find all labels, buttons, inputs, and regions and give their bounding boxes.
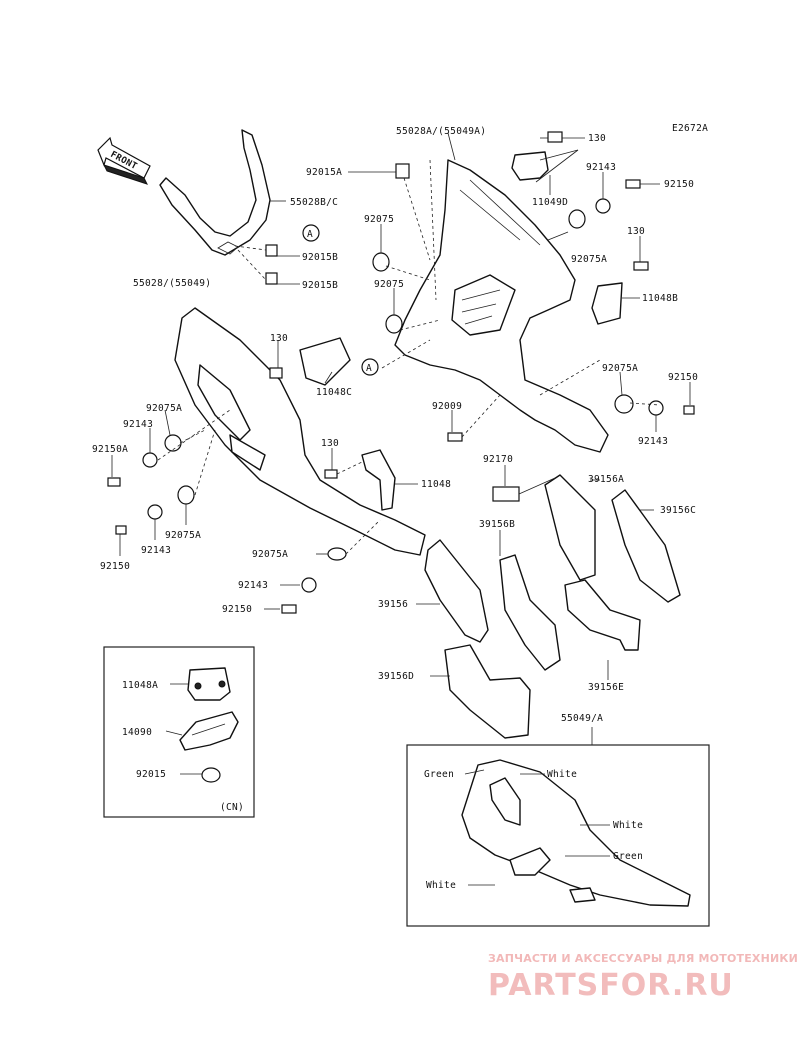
label-11048a: 11048A [122,680,158,691]
screw-92150a [107,477,121,487]
label-92015: 92015 [136,769,166,780]
grommet-92075a-mid [614,394,634,414]
collar-92143-left [142,452,158,468]
label-92015a: 92015A [306,167,342,178]
label-39156d: 39156D [378,671,414,682]
pad-39156b [499,554,561,671]
label-92015b-1: 92015B [302,252,338,263]
label-92143-l: 92143 [123,419,153,430]
screw-92150-left [115,525,127,535]
label-92150-c: 92150 [222,604,252,615]
assembly-lines [157,159,661,555]
collar-92143-left2 [147,504,163,520]
upper-cowl-55028b [159,129,271,256]
label-92150a: 92150A [92,444,128,455]
label-92143-l2: 92143 [141,545,171,556]
marker-a-2: A [361,358,379,376]
label-14090: 14090 [122,727,152,738]
label-92150-r: 92150 [668,372,698,383]
label-39156e: 39156E [588,682,624,693]
leader-lines [111,132,691,745]
bracket-11049d [511,151,549,181]
pad-39156a [544,474,596,581]
label-92150-l: 92150 [100,561,130,572]
label-92009: 92009 [432,401,462,412]
label-39156b: 39156B [479,519,515,530]
label-55028: 55028/(55049) [133,278,211,289]
label-92075a-c: 92075A [252,549,288,560]
bracket-11048c [269,337,351,386]
label-92075a-l2: 92075A [165,530,201,541]
collar-92143-right [648,400,664,416]
label-92143-top: 92143 [586,162,616,173]
pad-39156c [611,489,681,603]
color-label-white-2: White [613,820,643,831]
label-11048b: 11048B [642,293,678,304]
pad-39156 [424,539,489,643]
color-label-white-3: White [426,880,456,891]
screw-92150-top [625,179,660,189]
marker-a-1: A [302,224,320,242]
grommet-92075-b [385,314,403,334]
upper-fairing-55028a [394,159,609,453]
label-55028b: 55028B/C [290,197,338,208]
color-label-green-2: Green [613,851,643,862]
bracket-11048b [591,261,649,325]
label-39156c: 39156C [660,505,696,516]
grommet-92075a-left [164,434,182,452]
label-11048c: 11048C [316,387,352,398]
nut-92015a [395,163,410,179]
label-92075-a: 92075 [364,214,394,225]
color-label-green-1: Green [424,769,454,780]
grommet-92075-a [372,252,390,272]
bolt-130-top [540,131,563,143]
label-92075-b: 92075 [374,279,404,290]
collar-92143-top [595,198,611,214]
label-92143-r: 92143 [638,436,668,447]
label-39156: 39156 [378,599,408,610]
color-label-white-1: White [547,769,577,780]
pad-39156e [564,579,641,651]
label-92170: 92170 [483,454,513,465]
label-130-mid: 130 [270,333,288,344]
label-cn-region: (CN) [220,802,244,813]
label-92143-c: 92143 [238,580,268,591]
label-130-low: 130 [321,438,339,449]
collar-92143-center [301,577,317,593]
svg-text:A: A [366,363,372,374]
front-arrow-icon: FRONT [97,136,151,185]
pad-39156d [444,644,531,739]
inset-color-box: Green White White Green White [406,744,710,927]
label-11048: 11048 [421,479,451,490]
grommet-92075a-left2 [177,485,195,505]
label-55028a: 55028A/(55049A) [396,126,486,137]
diagram-code: E2672A [672,123,708,134]
label-39156a: 39156A [588,474,624,485]
label-130-top: 130 [588,133,606,144]
clip-92015b-1 [265,244,278,257]
svg-text:A: A [307,229,313,240]
clip-92015b-2 [265,272,278,285]
grommet-92075a-top [568,209,586,229]
clip-92170 [492,486,520,502]
label-130-r: 130 [627,226,645,237]
inset-cn-box: 11048A 14090 92015 (CN) [103,646,255,818]
lower-cowl-55028 [174,307,426,556]
label-55049a: 55049/A [561,713,603,724]
label-92075a-r1: 92075A [571,254,607,265]
screw-92150-right [683,405,695,415]
label-92015b-2: 92015B [302,280,338,291]
screw-92009 [447,432,463,442]
label-92075a-r2: 92075A [602,363,638,374]
label-92075a-l: 92075A [146,403,182,414]
screw-92150-center [281,604,297,614]
label-11049d: 11049D [532,197,568,208]
watermark-brand: PARTSFOR.RU [488,968,734,1003]
grommet-92075a-center [327,547,347,561]
label-92150-top: 92150 [664,179,694,190]
watermark-tagline: ЗАПЧАСТИ И АКСЕССУАРЫ ДЛЯ МОТОТЕХНИКИ [488,952,798,965]
